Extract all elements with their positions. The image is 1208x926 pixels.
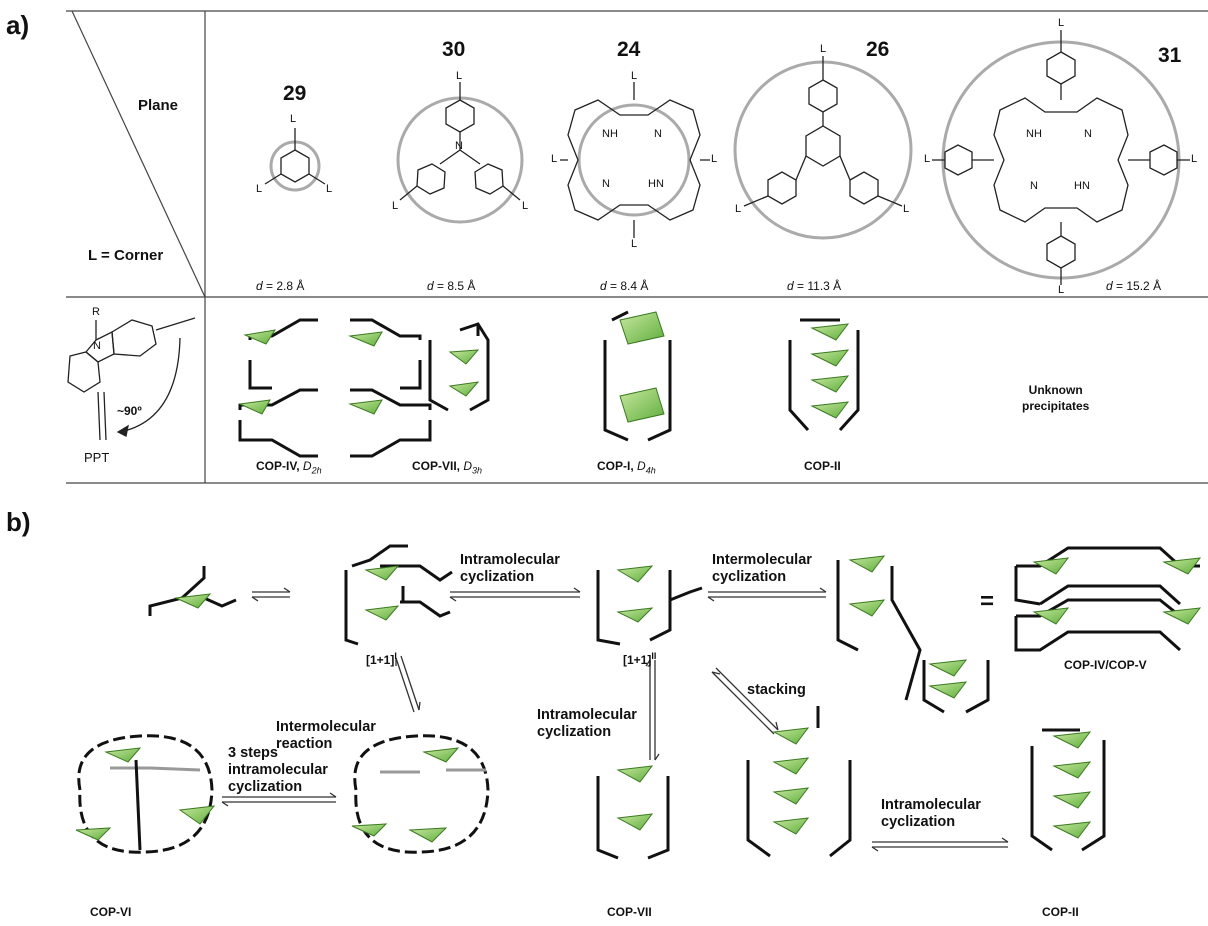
atom-hn: HN	[648, 178, 664, 190]
corner-ppt: PPT	[84, 450, 110, 465]
panel-b-label: b)	[6, 507, 31, 537]
ligand-label: L	[290, 113, 297, 125]
molecule-26	[733, 56, 913, 240]
cage-cop-iv	[238, 318, 432, 458]
atom-n: N	[602, 178, 610, 190]
ligand-label: L	[522, 200, 529, 212]
ligand-label: L	[924, 153, 931, 165]
ligand-label: L	[326, 183, 333, 195]
molecule-number-24: 24	[617, 38, 641, 61]
distance-24: d = 8.4 Å	[600, 279, 649, 293]
cage-cop-ii	[788, 318, 860, 432]
molecule-number-30: 30	[442, 38, 466, 61]
distance-26: d = 11.3 Å	[787, 279, 842, 293]
header-plane: Plane	[138, 97, 179, 114]
species-1plus1-ii: [1+1]II	[623, 651, 657, 667]
step-stacking: stacking	[747, 682, 806, 698]
cage-label-cop-i: COP-I, D4h	[597, 459, 656, 476]
molecule-number-31: 31	[1158, 44, 1182, 67]
molecule-31	[932, 30, 1190, 285]
cage-cop-i	[603, 310, 672, 442]
distance-30: d = 8.5 Å	[427, 279, 476, 293]
ligand-label: L	[551, 153, 558, 165]
carbazole-corner	[67, 317, 196, 441]
species-1plus1-i: [1+1]I	[366, 651, 397, 667]
ligand-label: L	[1058, 284, 1065, 296]
ligand-label: L	[903, 203, 910, 215]
corner-angle: ~90º	[117, 404, 142, 418]
equilibrium-arrows	[221, 587, 1009, 852]
ligand-label: L	[1058, 17, 1065, 29]
ligand-label: L	[711, 153, 718, 165]
species-cop-vi: COP-VI	[90, 905, 132, 919]
ligand-label: L	[456, 70, 463, 82]
atom-n: N	[1084, 128, 1092, 140]
atom-n: N	[1030, 180, 1038, 192]
equals-sign: =	[980, 588, 995, 615]
molecule-24	[560, 82, 710, 238]
ligand-label: L	[735, 203, 742, 215]
molecule-29	[264, 128, 326, 192]
corner-r: R	[92, 306, 100, 318]
ligand-label: L	[392, 200, 399, 212]
cage-cop-vii	[428, 322, 490, 412]
cage-label-cop-ii: COP-II	[804, 459, 841, 473]
atom-nh: NH	[602, 128, 618, 140]
atom-nh: NH	[1026, 128, 1042, 140]
atom-n: N	[455, 140, 463, 152]
molecule-number-26: 26	[866, 38, 890, 61]
ligand-label: L	[631, 70, 638, 82]
cage-label-cop-iv: COP-IV, D2h	[256, 459, 322, 476]
atom-n: N	[654, 128, 662, 140]
molecule-30	[396, 82, 524, 224]
atom-hn: HN	[1074, 180, 1090, 192]
species-cop-iv-v: COP-IV/COP-V	[1064, 658, 1147, 672]
corner-n: N	[93, 340, 101, 352]
cage-label-cop-vii: COP-VII, D3h	[412, 459, 483, 476]
species-cop-vii: COP-VII	[607, 905, 652, 919]
distance-31: d = 15.2 Å	[1106, 279, 1162, 293]
ligand-label: L	[1191, 153, 1198, 165]
ligand-label: L	[631, 238, 638, 250]
ligand-label: L	[820, 43, 827, 55]
molecule-number-29: 29	[283, 82, 307, 105]
ligand-label: L	[256, 183, 263, 195]
distance-29: d = 2.8 Å	[256, 279, 305, 293]
species-cop-ii: COP-II	[1042, 905, 1079, 919]
header-corner: L = Corner	[88, 247, 164, 264]
panel-a-label: a)	[6, 10, 30, 40]
